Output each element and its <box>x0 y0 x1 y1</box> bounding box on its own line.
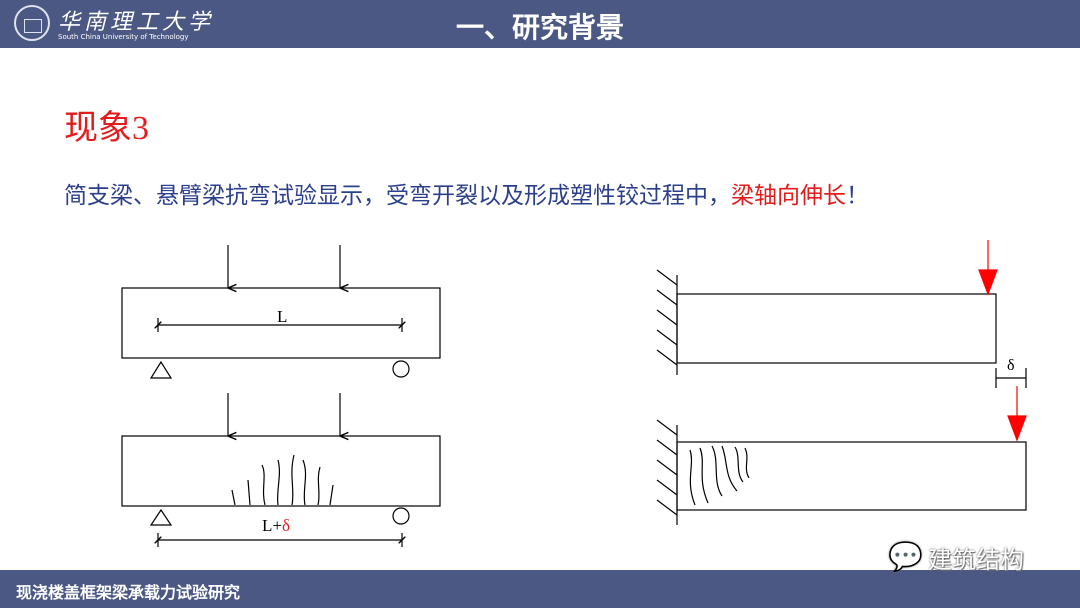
simple-beam-before <box>121 245 441 379</box>
footer-text: 现浇楼盖框架梁承载力试验研究 <box>16 583 241 602</box>
watermark-text: 建筑结构 <box>928 546 1024 574</box>
delta-label: δ <box>1007 357 1015 374</box>
cantilever-after <box>656 386 1027 525</box>
statement-end: ！ <box>846 183 869 209</box>
section-heading: 现象3 <box>64 110 149 147</box>
slide-title: 一、研究背景 <box>455 11 624 44</box>
cantilever-before <box>656 240 1027 388</box>
delta-label-red: δ <box>282 516 290 535</box>
university-logo <box>14 5 50 41</box>
header-bar <box>0 0 1080 48</box>
wechat-icon: 💬 <box>888 540 923 573</box>
footer-bar <box>0 570 1080 608</box>
simple-beam-after <box>121 393 441 547</box>
statement-text: 简支梁、悬臂梁抗弯试验显示，受弯开裂以及形成塑性铰过程中， <box>64 183 731 209</box>
svg-text:L+δ: L+δ <box>262 516 290 535</box>
university-name-en: South China University of Technology <box>58 33 189 41</box>
statement: 简支梁、悬臂梁抗弯试验显示，受弯开裂以及形成塑性铰过程中，梁轴向伸长！ <box>64 176 869 210</box>
extended-span-label: L+ <box>262 516 282 535</box>
university-name-cn: 华南理工大学 <box>58 10 215 35</box>
statement-highlight: 梁轴向伸长 <box>731 183 846 209</box>
span-label: L <box>277 307 287 326</box>
